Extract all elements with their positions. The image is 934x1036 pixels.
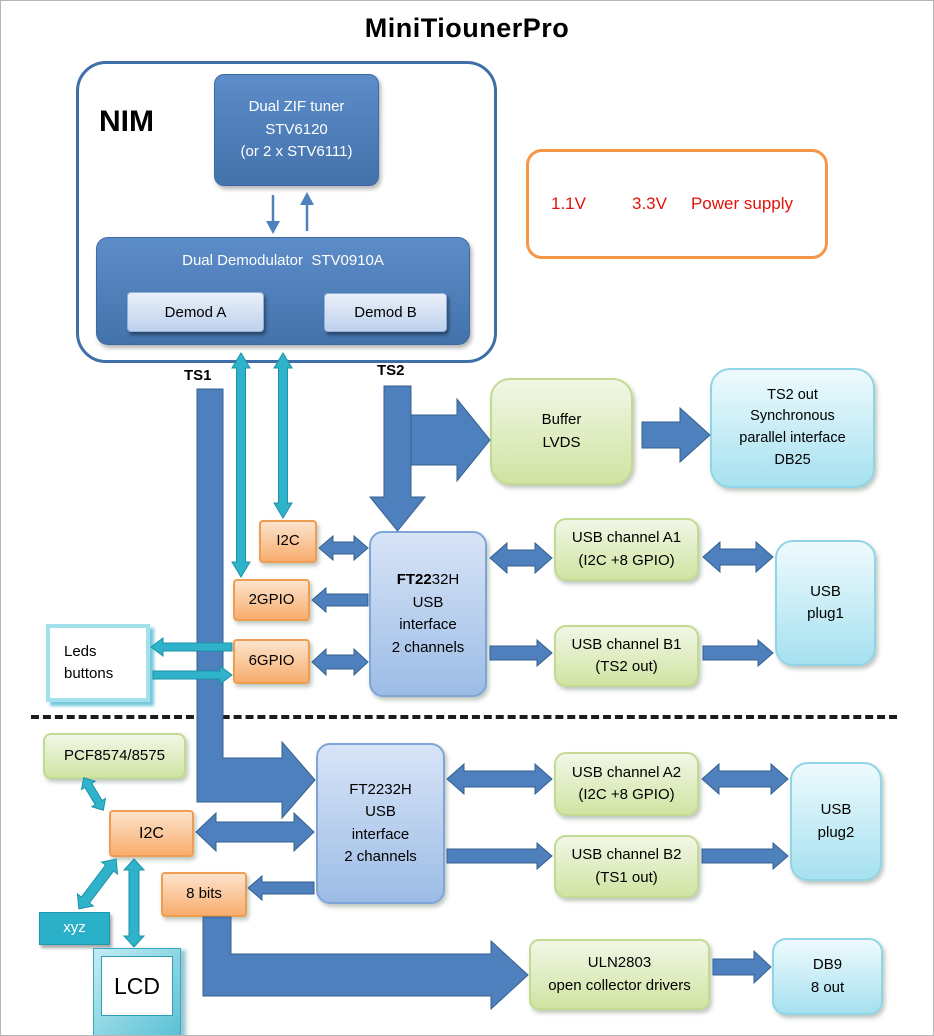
- lcd-screen: LCD: [101, 956, 173, 1016]
- ft2-to-8bits-arrow: [247, 874, 315, 902]
- ft2-to-usbb2-arrow: [446, 841, 553, 871]
- power-supply-box: 1.1V 3.3V Power supply: [526, 149, 828, 259]
- gpio2-box: 2GPIO: [233, 579, 310, 621]
- db9-box: DB9 8 out: [772, 938, 883, 1015]
- usba2-plug2-double-arrow: [701, 762, 789, 796]
- i2c-ft1-double-arrow: [318, 534, 369, 562]
- usba1-plug1-double-arrow: [702, 540, 774, 574]
- uln-to-db9-arrow: [712, 949, 772, 985]
- i2c-xyz-double-arrow: [76, 858, 119, 910]
- nim-label: NIM: [99, 105, 154, 138]
- ts1-label: TS1: [184, 367, 212, 384]
- usb-channel-a2-box: USB channel A2 (I2C +8 GPIO): [554, 752, 699, 816]
- xyz-box: xyz: [39, 912, 110, 945]
- uln2803-box: ULN2803 open collector drivers: [529, 939, 710, 1010]
- ts2-out-db25-box: TS2 out Synchronous parallel interface D…: [710, 368, 875, 488]
- usb-channel-a1-box: USB channel A1 (I2C +8 GPIO): [554, 518, 699, 581]
- buffer-to-db25-arrow: [641, 406, 711, 464]
- usbb1-to-plug1-arrow: [702, 638, 774, 668]
- dual-zif-tuner-box: Dual ZIF tuner STV6120 (or 2 x STV6111): [214, 74, 379, 186]
- usbb2-to-plug2-arrow: [701, 841, 789, 871]
- 8bits-to-uln-arrow: [202, 916, 529, 1011]
- ft2232h-1-box: FT2232H USB interface 2 channels: [369, 531, 487, 697]
- demod-2gpio-double-arrow: [231, 352, 251, 578]
- power-supply-label: Power supply: [690, 194, 794, 213]
- ts2-bus-arrow: [368, 385, 427, 532]
- pcf8574-box: PCF8574/8575: [43, 733, 186, 779]
- voltage-3v3-label: 3.3V: [631, 194, 667, 213]
- 6gpio-ft1-double-arrow: [311, 647, 369, 677]
- i2c-top-box: I2C: [259, 520, 317, 563]
- usb-plug1-box: USB plug1: [775, 540, 876, 666]
- dual-demodulator-box: Dual Demodulator STV0910A Demod A Demod …: [96, 237, 470, 345]
- ft1-usba1-double-arrow: [489, 541, 553, 575]
- demod-i2c-double-arrow: [273, 352, 293, 519]
- page-title: MiniTiounerPro: [364, 13, 570, 43]
- lcd-box: LCD: [93, 948, 181, 1035]
- ft2232h-2-box: FT2232H USB interface 2 channels: [316, 743, 445, 904]
- pcf-i2c-double-arrow: [80, 777, 107, 811]
- buffer-lvds-box: Buffer LVDS: [490, 378, 633, 485]
- ts2-to-buffer-arrow: [410, 397, 491, 483]
- i2c-bottom-box: I2C: [109, 810, 194, 857]
- demod-b-box: Demod B: [324, 293, 447, 332]
- usb-channel-b2-box: USB channel B2 (TS1 out): [554, 835, 699, 898]
- usb-plug2-box: USB plug2: [790, 762, 882, 881]
- i2c2-ft2-double-arrow: [195, 811, 315, 853]
- ft1-to-usbb1-arrow: [489, 638, 553, 668]
- gpio6-box: 6GPIO: [233, 639, 310, 684]
- 8bits-box: 8 bits: [161, 872, 247, 917]
- ft2232h-1-lines: USB interface 2 channels: [391, 593, 465, 656]
- demodulator-title: Dual Demodulator STV0910A: [182, 252, 384, 269]
- ft2232h-1-title: FT2232H: [396, 571, 460, 588]
- ft2-usba2-double-arrow: [446, 762, 553, 796]
- leds-buttons-box: Leds buttons: [46, 624, 150, 702]
- i2c-lcd-double-arrow: [122, 858, 146, 948]
- demod-a-box: Demod A: [127, 292, 264, 332]
- section-divider-dashed: [31, 715, 897, 719]
- leds-to-6gpio-arrow: [152, 665, 233, 685]
- voltage-1v1-label: 1.1V: [551, 194, 586, 213]
- usb-channel-b1-box: USB channel B1 (TS2 out): [554, 625, 699, 687]
- ft1-to-2gpio-arrow: [311, 586, 369, 614]
- 6gpio-to-leds-arrow: [150, 637, 233, 657]
- ts2-label: TS2: [377, 362, 405, 379]
